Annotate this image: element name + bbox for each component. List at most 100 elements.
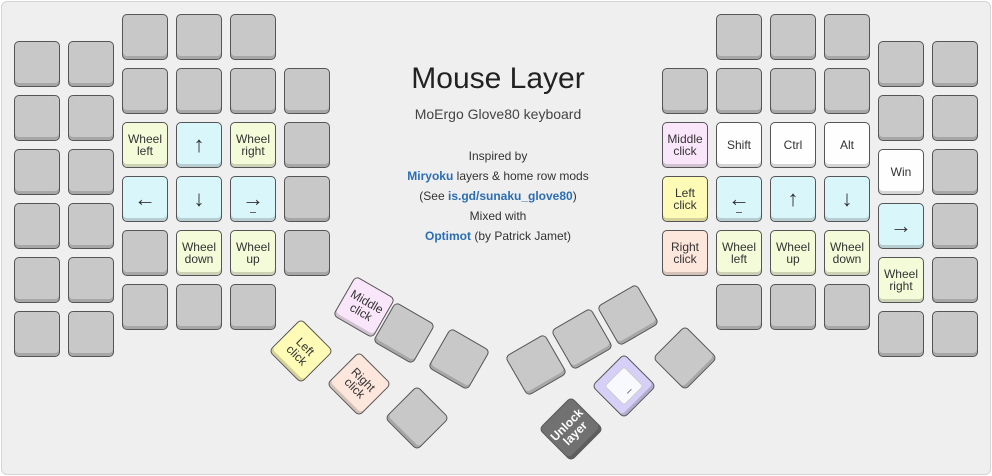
key-blank[interactable] <box>716 284 762 330</box>
key-blank[interactable] <box>932 41 978 87</box>
key-blank[interactable] <box>14 257 60 303</box>
thumb-unlock-layer[interactable]: Unlock layer <box>538 396 604 462</box>
sunaku-link[interactable]: is.gd/sunaku_glove80 <box>447 189 573 203</box>
key-arrow-right[interactable]: → <box>878 203 924 249</box>
key-blank[interactable] <box>122 284 168 330</box>
key-blank[interactable] <box>176 284 222 330</box>
key-wheel-down[interactable]: Wheel down <box>824 230 870 276</box>
key-wheel-left[interactable]: Wheel left <box>122 122 168 168</box>
key-blank[interactable] <box>14 41 60 87</box>
key-blank[interactable] <box>932 95 978 141</box>
arrow-right-icon: → <box>890 213 912 238</box>
key-wheel-down[interactable]: Wheel down <box>176 230 222 276</box>
key-blank[interactable] <box>824 14 870 60</box>
key-blank[interactable] <box>932 149 978 195</box>
key-blank[interactable] <box>824 68 870 114</box>
key-blank[interactable] <box>230 68 276 114</box>
key-win[interactable]: Win <box>878 149 924 195</box>
key-blank[interactable] <box>716 68 762 114</box>
info-mixed: Mixed with <box>352 209 644 223</box>
key-blank[interactable] <box>68 203 114 249</box>
keyboard-subtitle: MoErgo Glove80 keyboard <box>414 106 582 122</box>
key-blank[interactable] <box>176 68 222 114</box>
home-row-mark <box>250 212 256 213</box>
key-blank[interactable] <box>176 14 222 60</box>
key-blank[interactable] <box>932 311 978 357</box>
key-wheel-left[interactable]: Wheel left <box>716 230 762 276</box>
key-label: Wheel left <box>127 132 162 158</box>
key-wheel-right[interactable]: Wheel right <box>878 257 924 303</box>
key-wheel-up[interactable]: Wheel up <box>770 230 816 276</box>
key-blank[interactable] <box>932 257 978 303</box>
key-blank[interactable] <box>284 122 330 168</box>
key-blank[interactable] <box>68 95 114 141</box>
optimot-link[interactable]: Optimot <box>424 229 471 243</box>
key-blank[interactable] <box>14 311 60 357</box>
thumb-left-click[interactable]: Left click <box>268 318 334 384</box>
arrow-down-icon: ↓ <box>193 186 205 211</box>
key-label: Ctrl <box>783 138 803 152</box>
miryoku-link[interactable]: Miryoku <box>407 169 454 183</box>
key-blank[interactable] <box>230 14 276 60</box>
key-blank[interactable] <box>68 41 114 87</box>
key-left-click[interactable]: Left click <box>662 176 708 222</box>
key-blank[interactable] <box>878 311 924 357</box>
arrow-down-icon: ↓ <box>841 186 853 211</box>
thumb-key-blank[interactable] <box>427 327 491 391</box>
info-inspired: Inspired by <box>352 149 644 163</box>
key-blank[interactable] <box>14 203 60 249</box>
key-label: Wheel down <box>181 240 216 266</box>
key-blank[interactable] <box>824 284 870 330</box>
layer-title: Mouse Layer <box>411 62 585 95</box>
arrow-left-icon: ← <box>134 186 156 211</box>
key-blank[interactable] <box>230 284 276 330</box>
key-arrow-right[interactable]: → <box>230 176 276 222</box>
key-blank[interactable] <box>122 14 168 60</box>
key-blank[interactable] <box>284 230 330 276</box>
inspired-by-text: Inspired by <box>468 149 528 163</box>
key-blank[interactable] <box>284 176 330 222</box>
key-right-click[interactable]: Right click <box>662 230 708 276</box>
key-arrow-up[interactable]: ↑ <box>176 122 222 168</box>
key-blank[interactable] <box>770 68 816 114</box>
thumb-key-blank[interactable] <box>384 385 450 451</box>
key-label: Wheel up <box>775 240 810 266</box>
key-blank[interactable] <box>932 203 978 249</box>
key-blank[interactable] <box>662 68 708 114</box>
thumb-key-blank[interactable] <box>652 325 718 391</box>
key-blank[interactable] <box>284 68 330 114</box>
key-blank[interactable] <box>878 95 924 141</box>
thumb-right-click[interactable]: Right click <box>326 351 392 417</box>
mixed-with-text: Mixed with <box>469 209 527 223</box>
key-blank[interactable] <box>68 311 114 357</box>
key-blank[interactable] <box>770 14 816 60</box>
key-label: Middle click <box>667 132 703 158</box>
key-blank[interactable] <box>122 68 168 114</box>
key-blank[interactable] <box>770 284 816 330</box>
key-label: Left click <box>283 334 318 369</box>
arrow-left-icon: ← <box>728 186 750 211</box>
key-label: Win <box>890 165 912 179</box>
key-ctrl[interactable]: Ctrl <box>770 122 816 168</box>
key-arrow-down[interactable]: ↓ <box>824 176 870 222</box>
home-row-mark <box>736 212 742 213</box>
key-arrow-left[interactable]: ← <box>716 176 762 222</box>
key-label: Middle click <box>347 286 386 325</box>
key-arrow-down[interactable]: ↓ <box>176 176 222 222</box>
key-blank[interactable] <box>68 149 114 195</box>
key-arrow-up[interactable]: ↑ <box>770 176 816 222</box>
key-wheel-right[interactable]: Wheel right <box>230 122 276 168</box>
key-shift[interactable]: Shift <box>716 122 762 168</box>
key-label: Alt <box>839 138 854 152</box>
key-blank[interactable] <box>122 230 168 276</box>
key-wheel-up[interactable]: Wheel up <box>230 230 276 276</box>
key-arrow-left[interactable]: ← <box>122 176 168 222</box>
key-blank[interactable] <box>14 95 60 141</box>
thumb-layer-key[interactable] <box>591 353 657 419</box>
key-alt[interactable]: Alt <box>824 122 870 168</box>
key-blank[interactable] <box>14 149 60 195</box>
key-blank[interactable] <box>878 41 924 87</box>
key-middle-click[interactable]: Middle click <box>662 122 708 168</box>
key-blank[interactable] <box>716 14 762 60</box>
key-blank[interactable] <box>68 257 114 303</box>
